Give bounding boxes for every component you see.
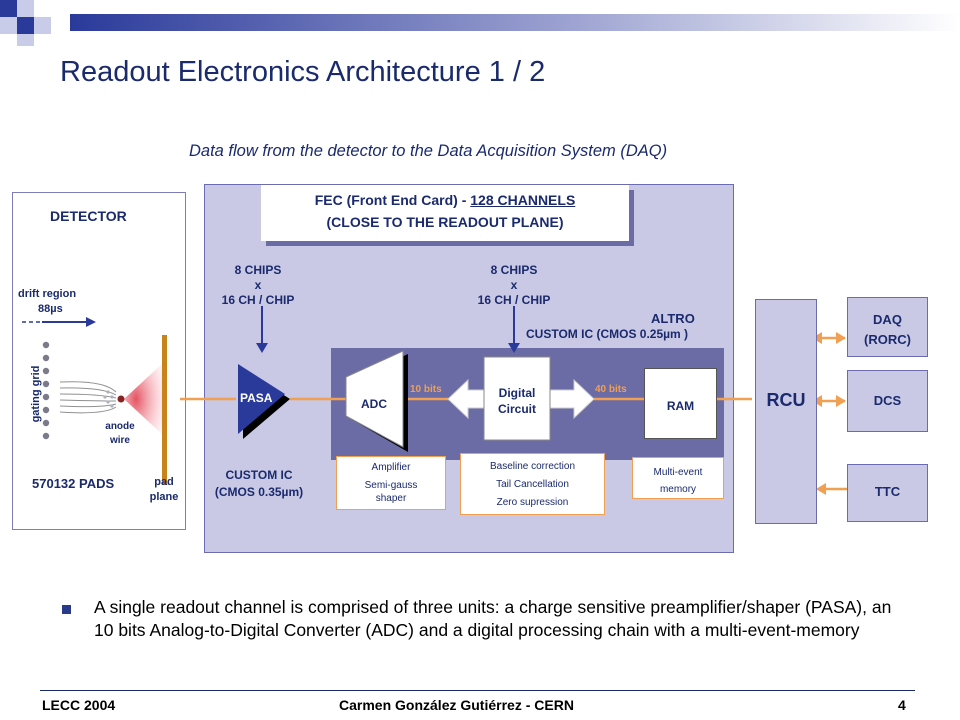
altro-label: ALTRO [651,311,695,326]
fec-title-line2: (CLOSE TO THE READOUT PLANE) [326,213,564,230]
altro-chips-label: 8 CHIPS x 16 CH / CHIP [462,263,566,308]
bits-40-label: 40 bits [595,384,627,395]
daq-line2: (RORC) [864,331,911,347]
bullet-text: A single readout channel is comprised of… [94,597,892,641]
adc-note-line1: Amplifier [371,462,411,473]
altro-chips-line2: x [510,278,518,292]
digital-circuit-label: Digital Circuit [497,386,536,416]
pasa-tech-line1: CUSTOM IC [225,468,293,482]
altro-tech-label: CUSTOM IC (CMOS 0.25µm ) [526,327,689,341]
detector-title: DETECTOR [50,208,127,224]
slide-subtitle: Data flow from the detector to the Data … [189,142,668,160]
footer-divider [40,690,915,691]
fec-title-channels: 128 CHANNELS [470,192,576,208]
dcs-label: DCS [873,393,902,408]
drift-time-label: 88µs [38,303,63,315]
daq-line1: DAQ [873,312,902,327]
pasa-chips-line3: 16 CH / CHIP [221,293,295,307]
slide-title: Readout Electronics Architecture 1 / 2 [60,56,546,88]
pasa-tech-label: CUSTOM IC (CMOS 0.35µm) [199,467,319,502]
daq-block: DAQ (RORC) [847,297,928,357]
gating-grid-label: gating grid [30,365,42,423]
pad-plane-label: pad plane [149,476,179,504]
rcu-label: RCU [766,390,806,410]
ram-box: RAM [644,368,717,439]
fec-title-box: FEC (Front End Card) - 128 CHANNELS (CLO… [261,185,629,241]
ttc-label: TTC [874,484,901,499]
pasa-tech-line2: (CMOS 0.35µm) [214,485,304,500]
rcu-block: RCU [755,299,817,524]
adc-label: ADC [361,397,387,411]
header-decoration [0,0,960,50]
digital-note-line1: Baseline correction [489,461,576,472]
adc-note-line2: Semi-gauss shaper [364,480,418,504]
dcs-block: DCS [847,370,928,432]
header-squares-graphic [0,0,960,46]
anode-wire-label: anode wire [105,421,135,446]
ram-note-box: Multi-event memory [632,457,724,499]
footer-page-number: 4 [898,697,906,713]
pads-count-label: 570132 PADS [32,476,115,491]
detector-panel [12,192,186,530]
pasa-chips-label: 8 CHIPS x 16 CH / CHIP [206,263,310,308]
ttc-block: TTC [847,464,928,522]
bits-10-label: 10 bits [410,384,442,395]
altro-chips-line3: 16 CH / CHIP [477,293,551,307]
footer-event: LECC 2004 [42,697,116,713]
digital-note-box: Baseline correction Tail Cancellation Ze… [460,453,605,515]
bullet-marker [62,605,71,614]
footer-author: Carmen González Gutiérrez - CERN [339,697,574,713]
ram-note-line1: Multi-event [653,467,703,478]
pasa-chips-line2: x [254,278,262,292]
drift-region-label: drift region [18,288,77,300]
pasa-label: PASA [240,391,273,405]
altro-chips-line1: 8 CHIPS [490,263,538,277]
pasa-chips-line1: 8 CHIPS [234,263,282,277]
digital-note-line3: Zero supression [496,497,569,508]
ram-label: RAM [666,399,695,413]
fec-title-prefix: FEC (Front End Card) - [314,192,471,208]
ram-note-line2: memory [659,484,697,495]
detector-graphic [22,317,167,485]
digital-note-line2: Tail Cancellation [496,479,569,490]
adc-note-box: Amplifier Semi-gauss shaper [336,456,446,510]
